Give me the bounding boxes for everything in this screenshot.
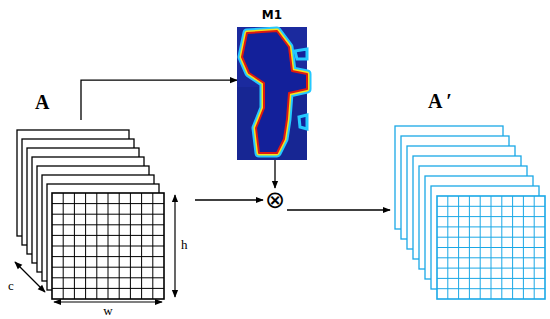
grid-line <box>523 196 524 299</box>
grid-line <box>130 193 131 299</box>
grid-line <box>437 247 545 248</box>
heat-edge-cyan <box>242 31 307 153</box>
grid-line <box>52 277 164 278</box>
feature-stack <box>5 120 195 318</box>
grid-line <box>437 268 545 269</box>
dimension-label: c <box>7 279 15 292</box>
heat-edge-small <box>295 49 307 59</box>
grid-line <box>52 246 164 247</box>
grid-line <box>512 196 513 299</box>
grid-line <box>534 196 535 299</box>
output-feature-stack: A ′ <box>390 118 548 302</box>
front-layer <box>52 193 164 299</box>
feature-stack-output <box>390 118 548 302</box>
grid-line <box>501 196 502 299</box>
front-layer <box>437 196 545 299</box>
multiply-operator: ⊗ <box>263 188 287 212</box>
attention-heatmap <box>237 27 307 160</box>
grid-line <box>141 193 142 299</box>
grid-line <box>152 193 153 299</box>
grid-line <box>52 288 164 289</box>
node-heading: A ′ <box>428 91 452 111</box>
node-heading: M1 <box>262 9 282 21</box>
arrow-connector <box>81 80 237 120</box>
node-heading: A <box>35 92 49 112</box>
operator-symbol: ⊗ <box>265 188 285 212</box>
heat-edge-yellow <box>242 31 307 153</box>
grid-line <box>52 267 164 268</box>
arrow-connector <box>195 199 263 200</box>
grid-line <box>52 256 164 257</box>
grid-line <box>437 257 545 258</box>
heat-edge-red <box>242 31 307 153</box>
grid-line <box>437 278 545 279</box>
heatmap-ground <box>237 27 307 160</box>
width-arrow <box>54 301 162 302</box>
arrow-connector <box>287 209 390 210</box>
channel-arrow <box>15 262 45 292</box>
grid-line <box>437 288 545 289</box>
dimension-label: w <box>102 304 113 317</box>
attention-map: M1 <box>237 27 307 160</box>
input-feature-stack: A <box>5 120 195 318</box>
height-arrow <box>174 195 175 297</box>
dimension-label: h <box>180 238 189 251</box>
grid-line <box>119 193 120 299</box>
arrow-connector <box>274 160 275 188</box>
heat-edge-small <box>299 115 307 129</box>
